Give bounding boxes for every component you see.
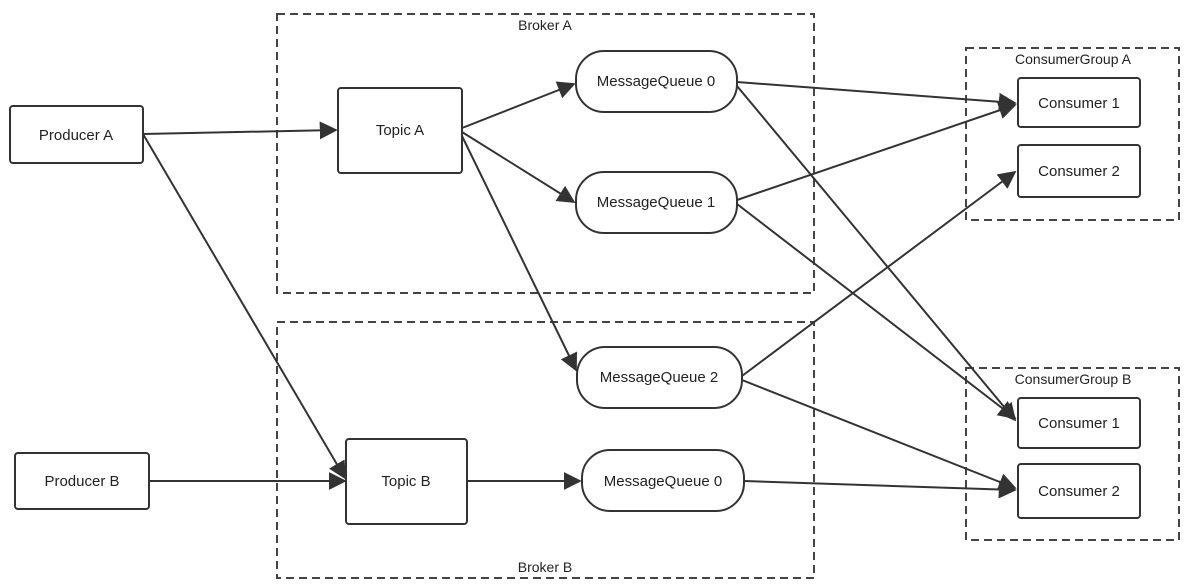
edge-mqa1-cgb1 [736,203,1017,420]
broker-b-message-queue-0 [581,449,745,512]
edge-topic-a-mq1 [461,131,576,203]
consumer-group-a-consumer-2-label: Consumer 2 [1038,163,1120,180]
edge-topic-a-mq0 [461,81,576,129]
broker-b-box [276,321,815,579]
consumer-group-a-box [965,47,1180,221]
producer-b-label: Producer B [44,473,119,490]
topic-a-node [337,87,463,174]
edge-mqa2-cgb2 [741,379,1017,491]
edge-topic-a-mq2 [461,135,577,372]
consumer-group-b-consumer-1 [1017,397,1141,449]
topic-a-label: Topic A [376,122,424,139]
edge-mqb0-cgb2 [743,480,1017,499]
consumer-group-a-consumer-2 [1017,144,1141,198]
edge-mqa0-cgb1 [736,85,1017,422]
edge-mqa2-cga2 [741,170,1017,377]
producer-b-node [14,452,150,510]
broker-a-message-queue-1-label: MessageQueue 1 [597,194,715,211]
topic-b-node [345,438,468,525]
broker-a-message-queue-2-label: MessageQueue 2 [600,369,718,386]
broker-a-box [276,13,815,294]
producer-a-label: Producer A [39,127,113,144]
consumer-group-a-consumer-1 [1017,77,1141,128]
edge-mqa0-cga1 [736,81,1017,111]
edge-producer-a-topic-a [142,121,338,140]
edge-producer-a-topic-b [142,133,346,480]
broker-a-message-queue-0 [575,50,738,113]
topic-b-label: Topic B [381,473,430,490]
broker-a-message-queue-2 [576,346,743,409]
consumer-group-b-label: ConsumerGroup B [1015,371,1132,387]
broker-a-label: Broker A [518,17,572,33]
producer-a-node [9,105,144,164]
consumer-group-a-label: ConsumerGroup A [1015,51,1132,67]
consumer-group-b-consumer-2 [1017,463,1141,519]
consumer-group-a-consumer-1-label: Consumer 1 [1038,95,1120,112]
broker-b-label: Broker B [518,559,572,575]
consumer-group-b-consumer-1-label: Consumer 1 [1038,415,1120,432]
consumer-group-b-consumer-2-label: Consumer 2 [1038,483,1120,500]
edge-mqa1-cga1 [736,101,1017,201]
broker-b-message-queue-0-label: MessageQueue 0 [604,473,722,490]
consumer-group-b-box [965,367,1180,541]
broker-a-message-queue-1 [575,171,738,234]
broker-a-message-queue-0-label: MessageQueue 0 [597,73,715,90]
